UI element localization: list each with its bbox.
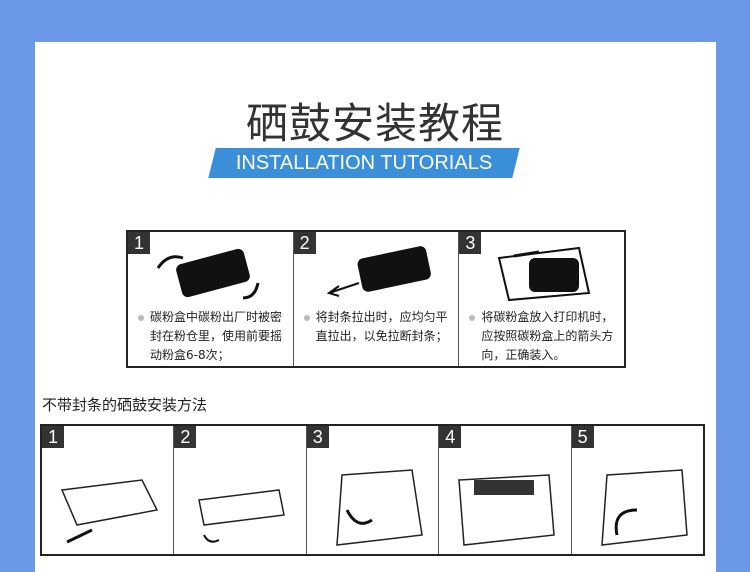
step-description: 将碳粉盒放入打印机时，应按照碳粉盒上的箭头方向，正确装入。 <box>467 308 620 365</box>
hands-cartridge-illustration <box>198 489 286 543</box>
step-card: 4 <box>439 426 572 554</box>
step-description: 将封条拉出时，应均匀平直拉出，以免拉断封条； <box>302 308 455 346</box>
page-title: 硒鼓安装教程 <box>245 99 504 148</box>
step-card: 2 <box>174 426 307 554</box>
pull-seal-illustration <box>326 246 431 297</box>
step-number: 5 <box>571 426 594 448</box>
step-card: 2 将封条拉出时，应均匀平直拉出，以免拉断封条； <box>293 232 460 366</box>
subtitle-text: INSTALLATION TUTORIALS <box>235 152 493 174</box>
printer-insert-illustration <box>458 474 556 546</box>
cartridge-illustration <box>60 479 159 544</box>
step-card: 1 <box>42 426 175 554</box>
step-number: 1 <box>42 426 64 448</box>
insert-cartridge-illustration <box>498 246 591 302</box>
printer-close-illustration <box>600 469 688 546</box>
step-number: 3 <box>459 232 482 254</box>
section-title: 不带封条的硒鼓安装方法 <box>42 396 208 414</box>
step-number: 3 <box>306 426 329 448</box>
sealed-steps: 1 碳粉盒中碳粉出厂时被密封在粉仓里，使用前要摇动粉盒6-8次； 2 将封条拉出… <box>126 230 626 368</box>
unsealed-steps: 1 2 3 4 5 <box>40 424 705 556</box>
step-number: 1 <box>128 232 150 254</box>
step-number: 4 <box>439 426 462 448</box>
step-card: 5 <box>571 426 703 554</box>
printer-open-illustration <box>335 469 423 546</box>
shake-cartridge-illustration <box>156 248 260 300</box>
step-number: 2 <box>293 232 316 254</box>
step-description: 碳粉盒中碳粉出厂时被密封在粉仓里，使用前要摇动粉盒6-8次； <box>136 308 289 365</box>
step-number: 2 <box>174 426 197 448</box>
step-card: 3 <box>306 426 440 554</box>
content-panel <box>35 42 716 572</box>
step-card: 1 碳粉盒中碳粉出厂时被密封在粉仓里，使用前要摇动粉盒6-8次； <box>128 232 294 366</box>
step-card: 3 将碳粉盒放入打印机时，应按照碳粉盒上的箭头方向，正确装入。 <box>459 232 624 366</box>
